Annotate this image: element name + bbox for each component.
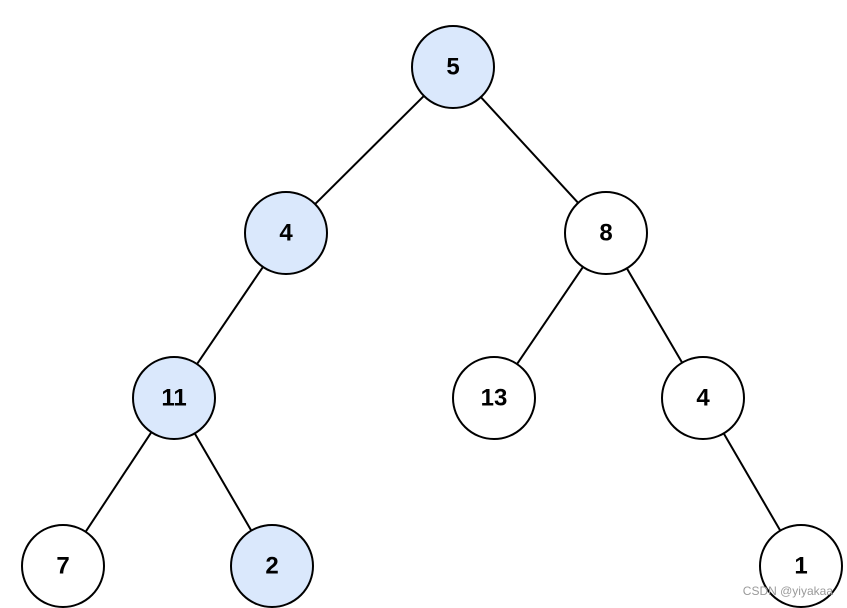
node-circle [132, 356, 216, 440]
node-label: 2 [265, 553, 278, 580]
node-circle [244, 191, 328, 275]
node-label: 4 [279, 220, 293, 247]
node-label: 1 [794, 553, 807, 580]
edge-n5-n8 [480, 96, 579, 204]
edge-n11-n7 [84, 431, 153, 533]
node-circle [230, 524, 314, 608]
tree-node: 5 [411, 25, 495, 109]
edge-n8-n13 [516, 266, 584, 365]
tree-node: 2 [230, 524, 314, 608]
tree-node: 4 [661, 356, 745, 440]
tree-nodes: 5 4 8 11 13 4 7 2 1 [21, 25, 843, 608]
edge-n11-n2 [193, 432, 253, 532]
node-label: 4 [696, 385, 710, 412]
tree-edges [84, 95, 782, 533]
edge-n8-n4b [625, 267, 684, 364]
node-circle [759, 524, 843, 608]
tree-node: 11 [132, 356, 216, 440]
node-circle [411, 25, 495, 109]
node-label: 13 [481, 385, 508, 412]
edge-n4a-n11 [196, 266, 264, 365]
node-label: 8 [599, 220, 612, 247]
tree-node: 4 [244, 191, 328, 275]
edge-n5-n4a [314, 95, 425, 205]
watermark: CSDN @yiyakaa [742, 584, 833, 598]
node-label: 7 [56, 553, 69, 580]
node-circle [564, 191, 648, 275]
node-label: 5 [446, 54, 459, 81]
tree-node: 1 [759, 524, 843, 608]
tree-node: 7 [21, 524, 105, 608]
node-circle [21, 524, 105, 608]
tree-node: 13 [452, 356, 536, 440]
tree-node: 8 [564, 191, 648, 275]
node-circle [452, 356, 536, 440]
edge-n4b-n1 [722, 432, 782, 532]
node-circle [661, 356, 745, 440]
node-label: 11 [161, 385, 186, 412]
